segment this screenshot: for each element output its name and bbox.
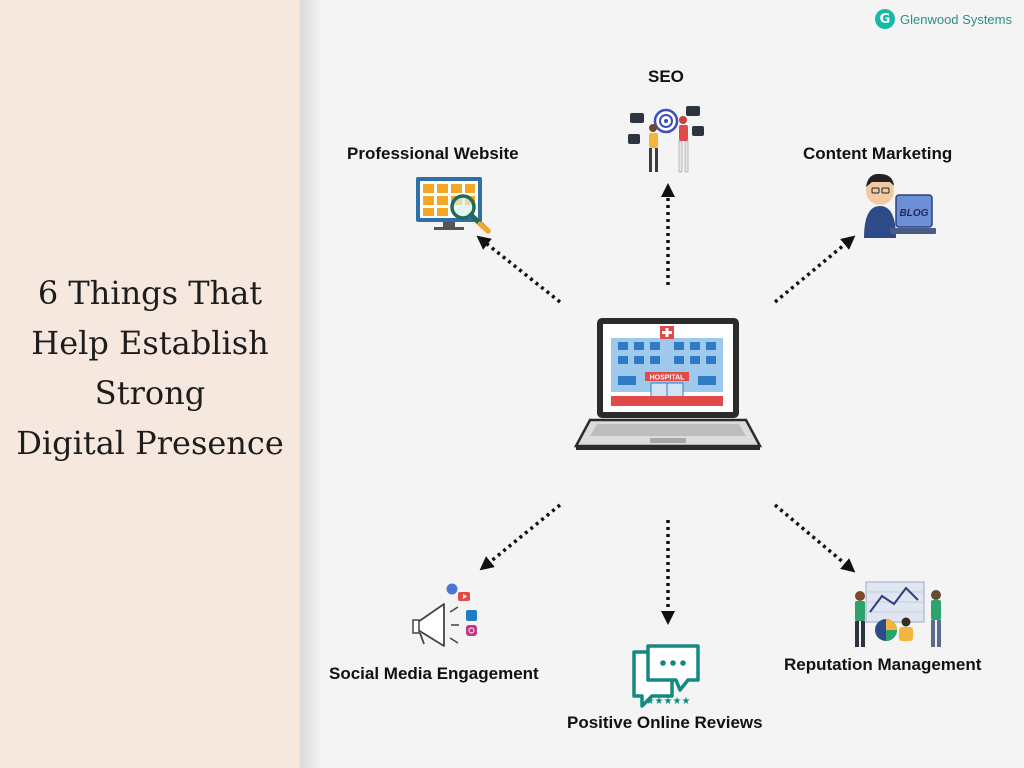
headline-line-3: Strong [94,374,206,412]
megaphone-social-icon [412,583,477,647]
connector-arrows [476,183,856,625]
seo-analytics-icon [628,106,704,173]
blog-badge: BLOG [900,208,929,219]
headline-line-4: Digital Presence [16,424,284,462]
headline-line-1: 6 Things That [37,274,263,312]
brand-logo: G Glenwood Systems [875,9,1012,29]
team-reputation-icon [855,581,941,647]
glenwood-logo-icon: G [875,9,895,29]
laptop-hospital-icon: HOSPITAL [573,318,763,450]
website-magnifier-icon [416,177,491,234]
hospital-sign: HOSPITAL [650,375,686,382]
left-panel [0,0,300,768]
blog-writer-icon: BLOG [864,173,936,238]
label-reputation-management: Reputation Management [784,655,982,674]
headline-line-2: Help Establish [31,324,269,362]
label-social-media-engagement: Social Media Engagement [329,664,539,683]
label-professional-website: Professional Website [347,144,519,163]
panel-shadow [300,0,322,768]
headline: 6 Things That Help Establish Strong Digi… [0,268,300,468]
label-seo: SEO [648,67,684,86]
brand-name: Glenwood Systems [900,11,1012,27]
star-rating-icon: ★★★★★ [646,696,691,707]
arrow-to-reputation [773,503,856,573]
arrow-to-social [479,503,562,571]
chat-review-icon: ★★★★★ [632,644,700,708]
label-positive-online-reviews: Positive Online Reviews [567,713,763,732]
arrow-to-website [476,235,562,304]
arrow-to-content [773,235,856,304]
label-content-marketing: Content Marketing [803,144,953,163]
